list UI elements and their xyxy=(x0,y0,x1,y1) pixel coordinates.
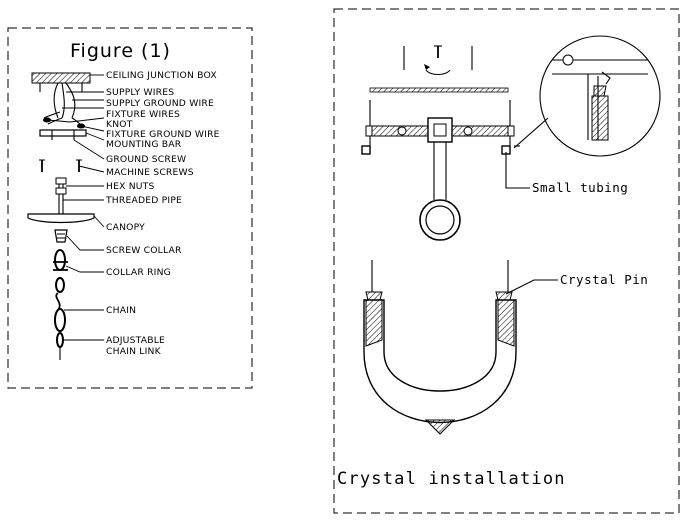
crystal-title: Crystal installation xyxy=(337,469,566,489)
leader-crystal-pin xyxy=(505,279,558,295)
crystal-pins xyxy=(365,291,513,301)
collar-ring xyxy=(53,249,68,271)
figure1-frame xyxy=(7,27,253,389)
u-crystal xyxy=(363,299,517,435)
label-adjustable: ADJUSTABLE xyxy=(106,335,165,346)
label-hex-nuts: HEX NUTS xyxy=(106,181,155,192)
label-small-tubing: Small tubing xyxy=(532,180,628,195)
detail-callout xyxy=(513,35,661,157)
lower-walls xyxy=(371,260,509,292)
figure1-leaders xyxy=(47,74,105,341)
top-screw xyxy=(403,45,473,76)
crystal-frame xyxy=(333,8,680,514)
label-screw-collar: SCREW COLLAR xyxy=(106,245,182,256)
label-supply-ground-wire: SUPPLY GROUND WIRE xyxy=(106,98,214,109)
screw-collar xyxy=(54,229,68,243)
label-collar-ring: COLLAR RING xyxy=(106,267,171,278)
machine-screws xyxy=(39,159,82,172)
threaded-pipe-assembly xyxy=(55,177,67,214)
label-fixture-wires: FIXTURE WIRES xyxy=(106,109,180,120)
label-knot: KNOT xyxy=(106,119,133,130)
label-chain: CHAIN xyxy=(106,305,136,316)
label-chain-link: CHAIN LINK xyxy=(106,346,162,357)
body-sides xyxy=(369,100,511,150)
ceiling-junction-box xyxy=(31,72,91,92)
label-supply-wires: SUPPLY WIRES xyxy=(106,87,174,98)
leader-small-tubing xyxy=(505,152,530,189)
label-canopy: CANOPY xyxy=(106,222,145,233)
stem-and-ring xyxy=(419,142,461,241)
label-machine-screws: MACHINE SCREWS xyxy=(106,167,194,178)
figure1-title: Figure (1) xyxy=(70,40,171,62)
label-fixture-ground-wire: FIXTURE GROUND WIRE xyxy=(106,129,220,140)
label-threaded-pipe: THREADED PIPE xyxy=(105,195,182,206)
label-crystal-pin: Crystal Pin xyxy=(560,272,648,287)
chain xyxy=(54,277,66,360)
canopy xyxy=(27,213,95,224)
ceiling-plate xyxy=(369,87,509,93)
figure1-labels: CEILING JUNCTION BOX SUPPLY WIRES SUPPLY… xyxy=(105,70,220,357)
label-mounting-bar: MOUNTING BAR xyxy=(106,139,182,150)
label-ceiling-junction-box: CEILING JUNCTION BOX xyxy=(106,70,217,81)
crystal-panel: Small tubing Crystal Pin Crystal install… xyxy=(333,8,680,514)
mounting-bar xyxy=(39,129,87,140)
tubing-bar xyxy=(361,117,515,155)
label-ground-screw: GROUND SCREW xyxy=(106,154,186,165)
figure1-panel: Figure (1) xyxy=(7,27,253,389)
